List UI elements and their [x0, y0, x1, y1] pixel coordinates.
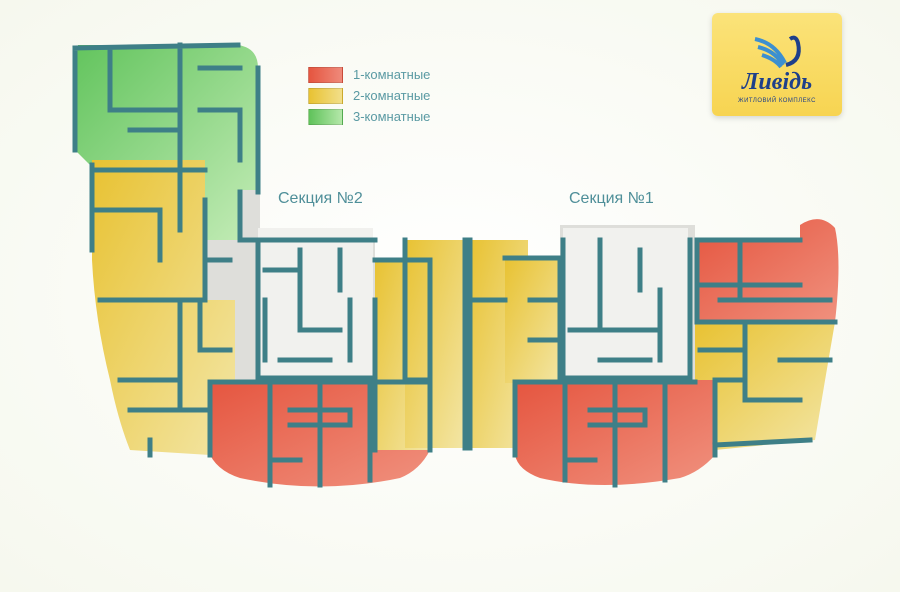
apartment-2room[interactable] — [405, 240, 465, 448]
logo-subtitle: ЖИТЛОВИЙ КОМПЛЕКС — [738, 98, 816, 104]
legend-swatch-green — [308, 108, 343, 125]
section-1-label[interactable]: Секция №1 — [569, 190, 654, 207]
apartment-2room[interactable] — [505, 258, 563, 383]
walls — [72, 42, 838, 488]
legend-item-3room: 3-комнатные — [308, 106, 430, 127]
legend-label: 3-комнатные — [353, 109, 431, 124]
legend-swatch-yellow — [308, 87, 343, 104]
legend-swatch-red — [308, 66, 343, 83]
core-section-1 — [563, 228, 688, 378]
legend-item-1room: 1-комнатные — [308, 64, 430, 85]
section-2-label[interactable]: Секция №2 — [278, 190, 363, 207]
legend: 1-комнатные 2-комнатные 3-комнатные — [308, 64, 430, 127]
legend-item-2room: 2-комнатные — [308, 85, 430, 106]
swan-icon — [754, 35, 801, 69]
core-section-2 — [258, 228, 373, 378]
legend-label: 2-комнатные — [353, 88, 431, 103]
apartment-2room[interactable] — [695, 322, 835, 450]
apartment-1room[interactable] — [697, 219, 839, 322]
legend-label: 1-комнатные — [353, 67, 431, 82]
logo-name: Лuвiдь — [741, 69, 813, 95]
apartment-3room[interactable] — [74, 45, 258, 240]
logo: Лuвiдь ЖИТЛОВИЙ КОМПЛЕКС — [712, 13, 842, 116]
